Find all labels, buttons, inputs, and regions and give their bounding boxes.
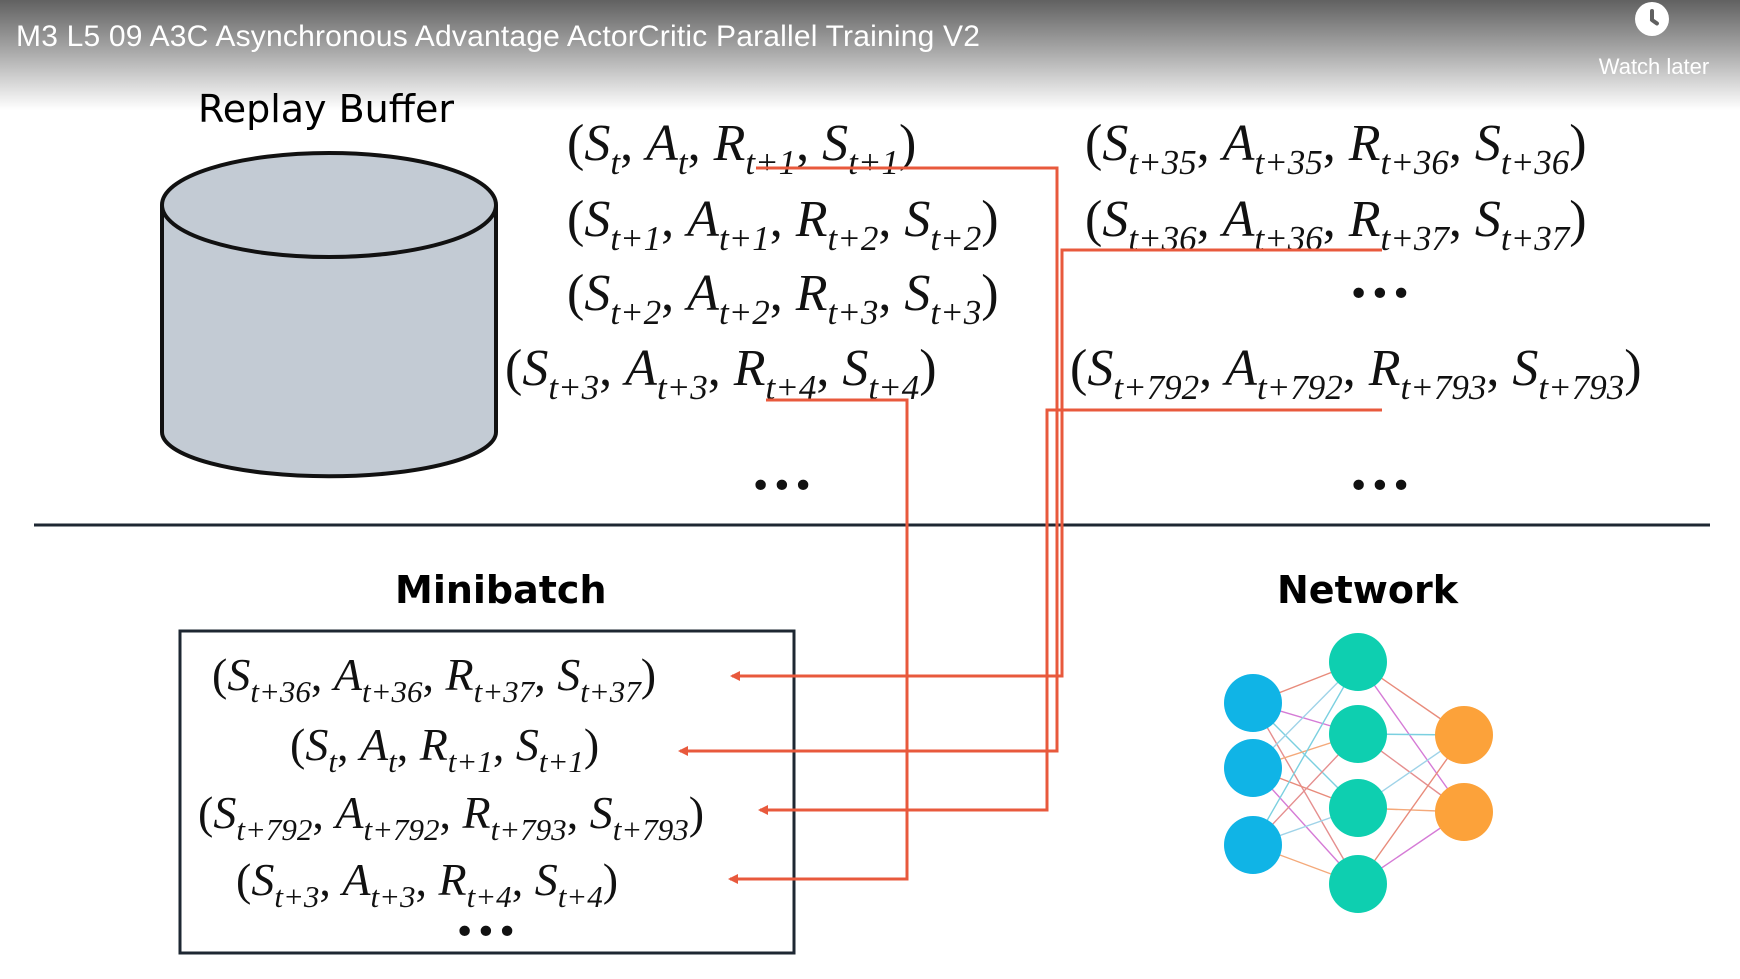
buffer-right-tuple-1: (St+36, At+36, Rt+37, St+37) xyxy=(1085,191,1587,258)
minibatch-box xyxy=(178,629,796,955)
output-node-1 xyxy=(1435,783,1493,841)
buffer-left-tuple-1: (St+1, At+1, Rt+2, St+2) xyxy=(567,191,999,258)
network-label: Network xyxy=(1277,568,1459,612)
arrow-s792-path xyxy=(758,408,1382,815)
buffer-right-tuples: (St+35, At+35, Rt+36, St+36) (St+36, At+3… xyxy=(1070,115,1642,407)
minibatch-tuple-0: (St+36, At+36, Rt+37, St+37) xyxy=(212,649,656,709)
hidden-node-2 xyxy=(1329,779,1387,837)
neural-network-icon xyxy=(1224,633,1493,913)
network-edge xyxy=(1357,734,1465,885)
buffer-left-tuple-3: (St+3, At+3, Rt+4, St+4) xyxy=(505,340,937,407)
database-cylinder-icon xyxy=(160,151,498,479)
clock-icon xyxy=(1635,2,1669,36)
buffer-left-tuple-0: (St, At, Rt+1, St+1) xyxy=(567,115,916,182)
input-node-1 xyxy=(1224,739,1282,797)
minibatch-tuple-2: (St+792, At+792, Rt+793, St+793) xyxy=(198,787,704,847)
video-title[interactable]: M3 L5 09 A3C Asynchronous Advantage Acto… xyxy=(16,20,981,53)
minibatch-label: Minibatch xyxy=(395,568,607,612)
input-node-2 xyxy=(1224,816,1282,874)
buffer-right-tuple-0: (St+35, At+35, Rt+36, St+36) xyxy=(1085,115,1587,182)
arrow-s3-path xyxy=(728,398,909,884)
network-edge xyxy=(1252,702,1359,885)
watch-later-button[interactable]: Watch later xyxy=(1590,0,1718,86)
arrow-s36-path xyxy=(730,248,1382,681)
buffer-left-tuple-2: (St+2, At+2, Rt+3, St+3) xyxy=(567,265,999,332)
network-edge xyxy=(1252,661,1359,846)
hidden-node-0 xyxy=(1329,633,1387,691)
video-title-bar: M3 L5 09 A3C Asynchronous Advantage Acto… xyxy=(0,0,1740,110)
network-edge xyxy=(1357,661,1465,813)
buffer-right-tuple-2: (St+792, At+792, Rt+793, St+793) xyxy=(1070,340,1642,407)
sampling-arrows xyxy=(678,166,1382,884)
input-node-0 xyxy=(1224,674,1282,732)
buffer-left-tuples: (St, At, Rt+1, St+1) (St+1, At+1, Rt+2, S… xyxy=(505,115,999,407)
output-node-0 xyxy=(1435,706,1493,764)
arrow-st-path xyxy=(678,166,1059,756)
watch-later-label: Watch later xyxy=(1598,54,1710,79)
minibatch-tuples: (St+36, At+36, Rt+37, St+37) (St, At, Rt+… xyxy=(198,649,704,914)
minibatch-ellipsis: ••• xyxy=(454,912,518,953)
hidden-node-1 xyxy=(1329,705,1387,763)
buffer-ellipsis-right-top: ••• xyxy=(1348,274,1412,315)
minibatch-tuple-1: (St, At, Rt+1, St+1) xyxy=(290,719,599,779)
buffer-ellipsis-left: ••• xyxy=(750,466,814,507)
minibatch-tuple-3: (St+3, At+3, Rt+4, St+4) xyxy=(236,854,618,914)
buffer-ellipsis-right-bottom: ••• xyxy=(1348,466,1412,507)
hidden-node-3 xyxy=(1329,855,1387,913)
